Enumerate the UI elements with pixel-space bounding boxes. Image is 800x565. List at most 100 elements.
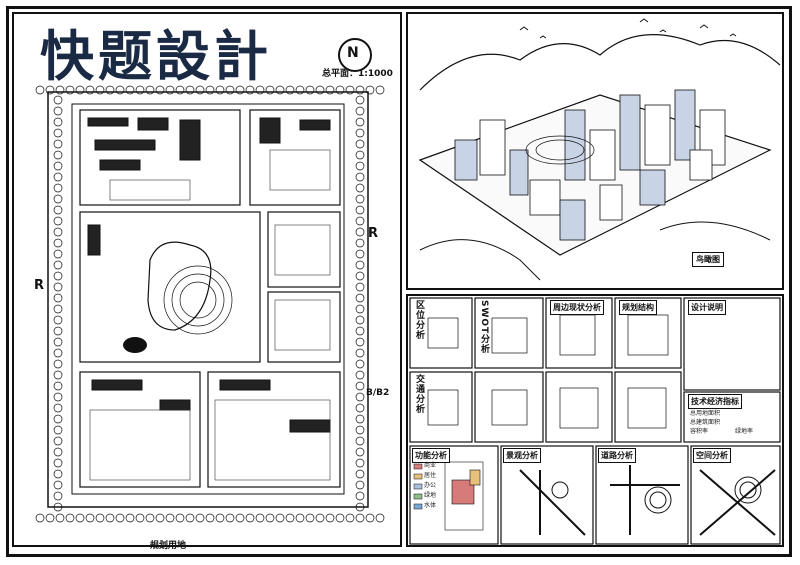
tree-icon [215, 513, 225, 523]
tree-icon [355, 458, 365, 468]
tree-icon [65, 85, 75, 95]
legend-label-green: 绿地 [424, 492, 437, 499]
analysis-title-roads: 道路分析 [598, 448, 636, 463]
tree-icon [275, 513, 285, 523]
analysis-title-structure: 规划结构 [619, 300, 657, 315]
tree-icon [205, 513, 215, 523]
tree-icon [75, 85, 85, 95]
tree-icon [53, 238, 63, 248]
tree-icon [355, 502, 365, 512]
tree-icon [355, 436, 365, 446]
tree-icon [53, 117, 63, 127]
tree-icon [355, 85, 365, 95]
tree-icon [355, 150, 365, 160]
analysis-title-description: 设计说明 [688, 300, 726, 315]
tree-icon [355, 216, 365, 226]
tree-icon [155, 85, 165, 95]
tree-icon [355, 381, 365, 391]
tree-icon [355, 392, 365, 402]
tree-icon [185, 85, 195, 95]
tree-icon [355, 304, 365, 314]
tree-icon [53, 315, 63, 325]
tree-icon [355, 161, 365, 171]
legend-label-water: 水体 [424, 502, 437, 509]
tree-icon [53, 381, 63, 391]
tree-icon [255, 513, 265, 523]
tree-icon [53, 161, 63, 171]
tree-icon [53, 139, 63, 149]
tree-icon [355, 227, 365, 237]
tech-item-far: 容积率 [690, 428, 709, 435]
tree-icon [275, 85, 285, 95]
tree-icon [355, 315, 365, 325]
tree-icon [53, 128, 63, 138]
tree-icon [355, 117, 365, 127]
tree-icon [355, 282, 365, 292]
tree-icon [53, 436, 63, 446]
tree-icon [355, 194, 365, 204]
tree-icon [53, 216, 63, 226]
tree-icon [355, 403, 365, 413]
tree-icon [235, 85, 245, 95]
tree-icon [355, 348, 365, 358]
road-label-right: R [368, 226, 379, 241]
road-label-left: R [34, 278, 45, 293]
tree-icon [295, 85, 305, 95]
tree-icon [145, 85, 155, 95]
tree-icon [375, 85, 385, 95]
tree-icon [245, 513, 255, 523]
tree-icon [53, 249, 63, 259]
tree-icon [355, 469, 365, 479]
tree-icon [53, 183, 63, 193]
tree-icon [355, 271, 365, 281]
tech-item-area: 总用地面积 [690, 410, 721, 417]
tree-icon [53, 458, 63, 468]
aerial-caption: 鸟瞰图 [692, 252, 724, 267]
tree-icon [355, 95, 365, 105]
tree-icon [175, 85, 185, 95]
tree-icon [355, 249, 365, 259]
tree-icon [305, 85, 315, 95]
tree-icon [355, 183, 365, 193]
tree-icon [355, 293, 365, 303]
tree-icon [95, 513, 105, 523]
tree-icon [75, 513, 85, 523]
tree-icon [105, 513, 115, 523]
tree-icon [265, 513, 275, 523]
tree-icon [305, 513, 315, 523]
tree-icon [53, 469, 63, 479]
tree-icon [355, 425, 365, 435]
tree-icon [53, 95, 63, 105]
analysis-title-surroundings: 周边现状分析 [550, 300, 604, 315]
tree-icon [355, 370, 365, 380]
tree-icon [355, 205, 365, 215]
tree-icon [53, 337, 63, 347]
tree-icon [53, 271, 63, 281]
tree-icon [195, 85, 205, 95]
tree-icon [85, 513, 95, 523]
road-label-bottom-right: B/B2 [366, 388, 390, 398]
tree-icon [53, 172, 63, 182]
masterplan-caption: 规划用地 [150, 541, 187, 551]
tree-icon [53, 447, 63, 457]
north-arrow-icon: N [338, 38, 372, 72]
tree-icon [355, 480, 365, 490]
legend-label-commercial: 商业 [424, 462, 437, 469]
tree-icon [225, 85, 235, 95]
tree-icon [65, 513, 75, 523]
tree-icon [53, 106, 63, 116]
tree-icon [53, 304, 63, 314]
tree-icon [195, 513, 205, 523]
tree-icon [375, 513, 385, 523]
tree-icon [285, 85, 295, 95]
tree-icon [165, 85, 175, 95]
tree-icon [125, 513, 135, 523]
analysis-title-location: 区位分析 [414, 300, 424, 340]
legend-label-office: 办公 [424, 482, 437, 489]
tree-icon [53, 425, 63, 435]
scale-label: 总平面：1:1000 [322, 69, 393, 79]
tree-icon [35, 513, 45, 523]
tree-icon [355, 414, 365, 424]
